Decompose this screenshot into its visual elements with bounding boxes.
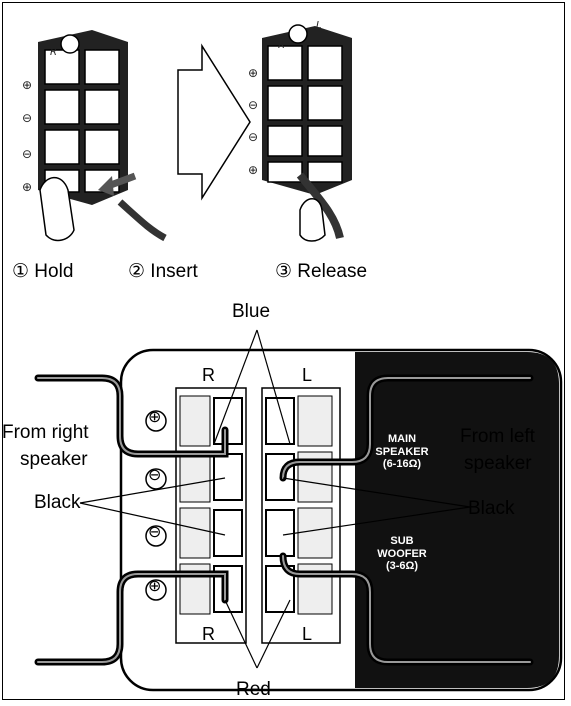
black-leader-left-2	[79, 502, 226, 536]
polarity-minus: ⊖	[148, 524, 162, 541]
polarity-symbol: ⊖	[248, 130, 259, 144]
black-leader-right-2	[282, 506, 471, 536]
step-label-release: ③ Release	[275, 261, 368, 282]
polarity-symbol: ⊕	[22, 78, 33, 92]
terminal-block-release	[262, 24, 352, 242]
terminal-column-l	[261, 387, 341, 644]
polarity-symbol: ⊕	[22, 180, 33, 194]
polarity-symbol: ⊖	[248, 98, 259, 112]
terminal-letter-l: L	[88, 32, 94, 43]
polarity-symbol: ⊖	[22, 111, 33, 125]
label-from-right-1: From right	[2, 422, 89, 443]
black-leader-right-1	[282, 477, 471, 508]
label-black-right: Black	[468, 498, 515, 519]
red-leader-right	[256, 599, 291, 669]
column-label-r-bottom: R	[202, 624, 215, 644]
label-red: Red	[236, 679, 271, 700]
black-leader-left-1	[79, 477, 226, 504]
red-leader-left	[224, 599, 258, 669]
terminal-letter-l: L	[316, 20, 322, 31]
right-speaker-cables	[34, 374, 229, 666]
blue-leader-left	[213, 329, 258, 445]
column-label-l-bottom: L	[302, 624, 313, 644]
column-label-l-top: L	[302, 365, 313, 385]
terminal-block-hold	[38, 30, 167, 242]
terminal-letter-r: R	[50, 47, 57, 58]
terminal-letter-r: R	[278, 40, 285, 51]
sub-woofer-label: SUB WOOFER (3-6Ω)	[377, 535, 427, 573]
label-blue: Blue	[232, 301, 271, 322]
polarity-minus: ⊖	[148, 467, 162, 484]
polarity-symbol: ⊖	[22, 147, 33, 161]
step-label-hold: ① Hold	[12, 261, 74, 282]
step-label-insert: ② Insert	[128, 261, 198, 282]
label-from-left-1: From left	[460, 426, 535, 447]
transition-arrow	[177, 43, 251, 201]
column-label-r-top: R	[202, 365, 215, 385]
polarity-symbol: ⊕	[248, 66, 259, 80]
terminal-column-r	[175, 387, 247, 644]
blue-leader-right	[256, 329, 291, 445]
main-speaker-label: MAIN SPEAKER (6-16Ω)	[375, 433, 429, 471]
label-from-right-2: speaker	[20, 449, 88, 470]
polarity-symbol: ⊕	[248, 163, 259, 177]
label-black-left: Black	[34, 492, 81, 513]
polarity-plus: ⊕	[148, 578, 162, 595]
polarity-plus: ⊕	[148, 409, 162, 426]
figure-frame	[2, 2, 565, 700]
wiring-diagram	[34, 329, 563, 692]
left-speaker-cables	[279, 374, 534, 666]
label-from-left-2: speaker	[464, 453, 532, 474]
